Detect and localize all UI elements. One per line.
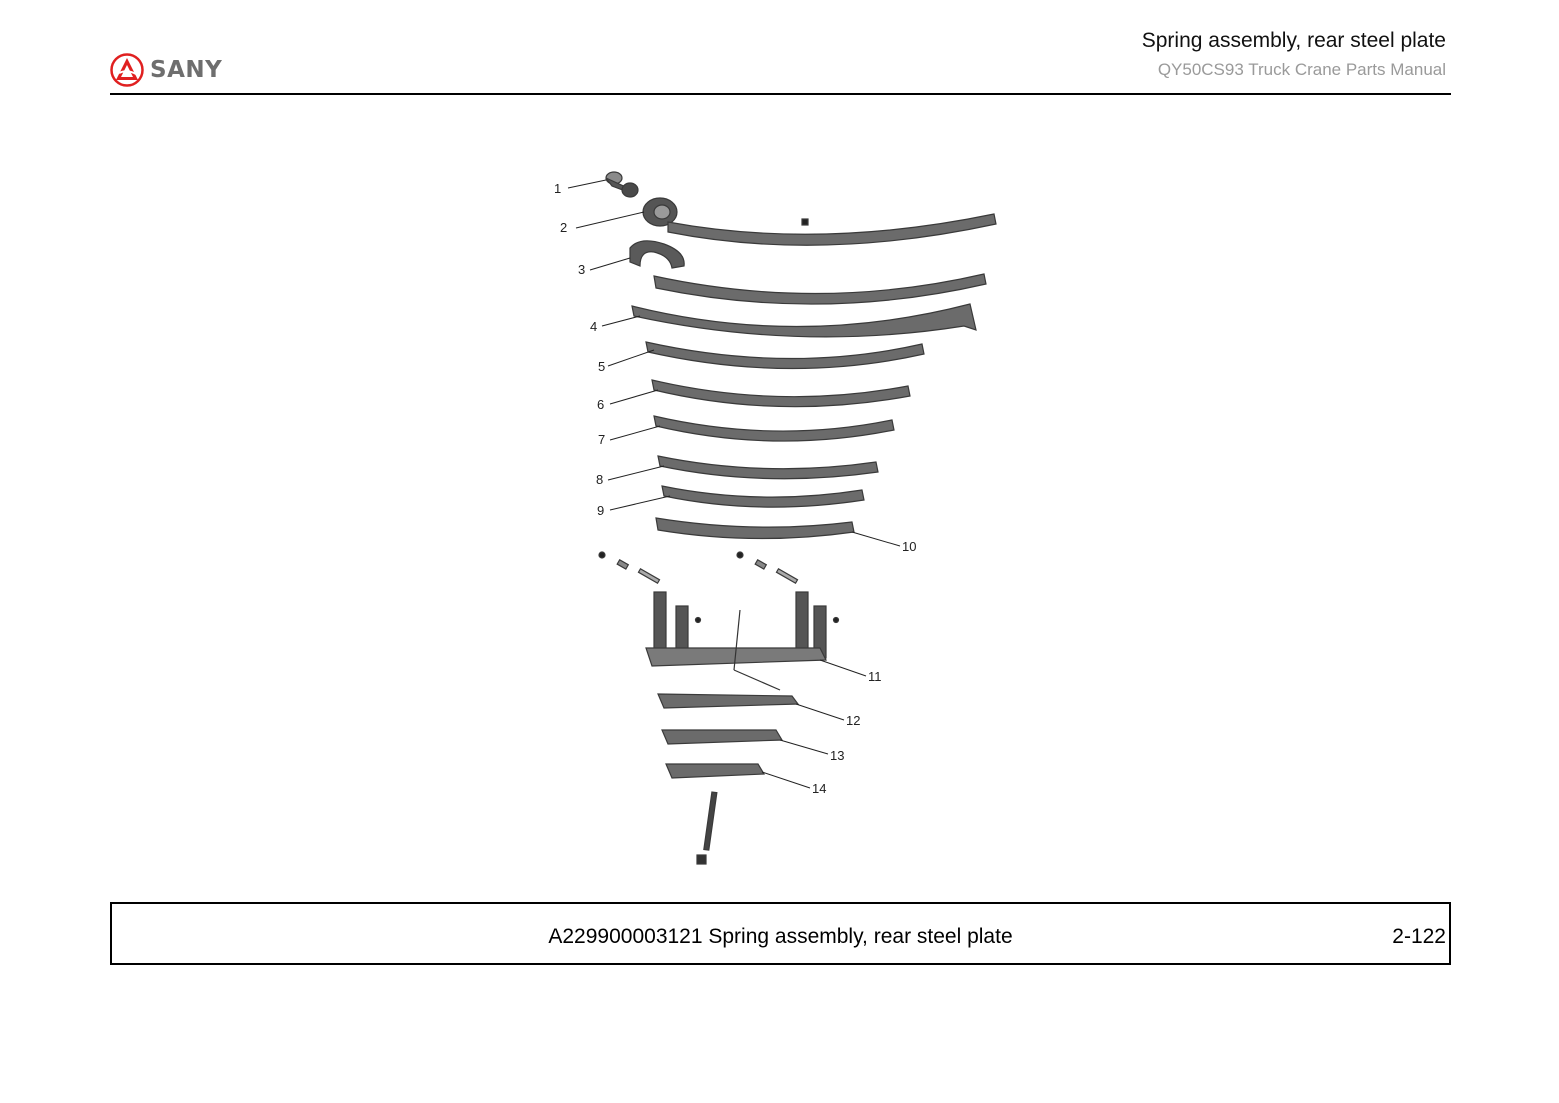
plate-13-part (661, 729, 784, 745)
leaf-4-part (631, 303, 977, 338)
callout-8: 8 (596, 472, 603, 487)
main-leaf-part (642, 197, 997, 246)
callout-14: 14 (812, 781, 826, 796)
sany-logo-icon (110, 53, 144, 87)
center-bolt-part (696, 791, 718, 865)
leaf-5-part (645, 341, 925, 370)
callout-labels: 1 2 3 4 5 6 7 8 9 10 11 12 13 14 (554, 181, 916, 796)
plate-12-part (657, 693, 800, 709)
callout-11: 11 (868, 669, 882, 684)
callout-10: 10 (902, 539, 916, 554)
u-bolt-nuts-left (598, 551, 661, 585)
exploded-parts-drawing: 1 2 3 4 5 6 7 8 9 10 11 12 13 14 (520, 150, 1040, 880)
header-divider (110, 93, 1451, 95)
callout-1: 1 (554, 181, 561, 196)
second-leaf-part (629, 240, 987, 305)
sany-logo: SANY (110, 52, 222, 88)
plate-14-part (665, 763, 766, 779)
callout-3: 3 (578, 262, 585, 277)
callout-2: 2 (560, 220, 567, 235)
leader-lines (567, 179, 901, 789)
callout-4: 4 (590, 319, 597, 334)
leaf-8-part (657, 455, 879, 480)
callout-6: 6 (597, 397, 604, 412)
figure-caption: A229900003121 Spring assembly, rear stee… (548, 925, 1013, 948)
callout-12: 12 (846, 713, 860, 728)
page-subtitle: QY50CS93 Truck Crane Parts Manual (1157, 60, 1446, 79)
callout-13: 13 (830, 748, 844, 763)
callout-5: 5 (598, 359, 605, 374)
caption-box: A229900003121 Spring assembly, rear stee… (110, 902, 1451, 965)
bushing-part (605, 171, 639, 198)
leaf-7-part (653, 415, 895, 442)
spring-seat-part (645, 591, 840, 691)
page-number: 2-122 (1392, 925, 1446, 948)
page-title: Spring assembly, rear steel plate (1141, 29, 1446, 52)
callout-9: 9 (597, 503, 604, 518)
leaf-10-part (655, 517, 855, 540)
callout-7: 7 (598, 432, 605, 447)
u-bolt-nuts-right (736, 551, 799, 585)
spring-assembly-diagram: 1 2 3 4 5 6 7 8 9 10 11 12 13 14 (554, 171, 997, 865)
logo-wordmark: SANY (150, 57, 223, 83)
leaf-6-part (651, 379, 911, 408)
leaf-9-part (661, 485, 865, 508)
